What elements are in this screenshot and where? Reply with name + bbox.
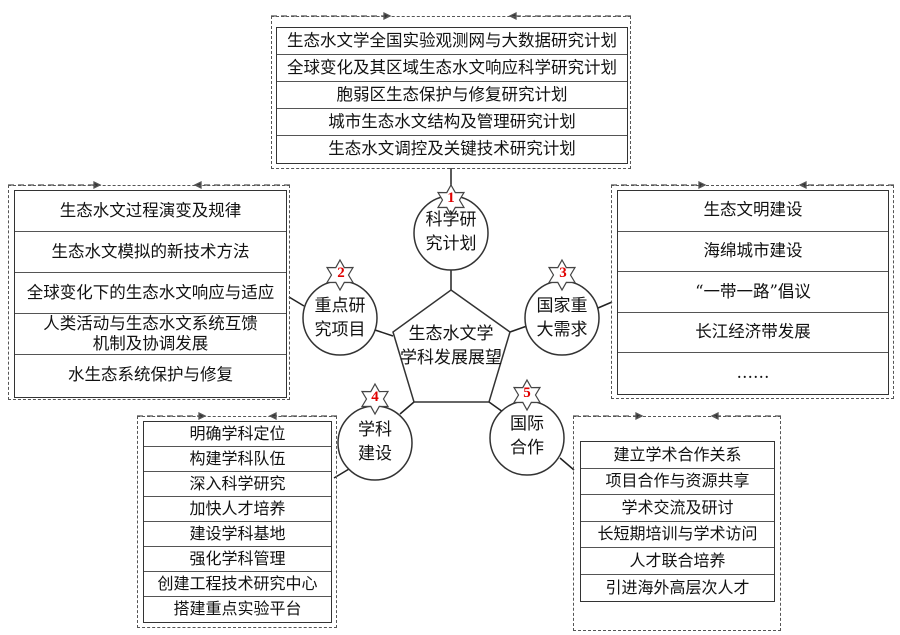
key-project-item: 生态水文过程演变及规律 <box>15 191 286 232</box>
discipline-building-item: 强化学科管理 <box>144 547 331 572</box>
node-label-5[interactable]: 国际 合作 <box>492 412 562 460</box>
research-plan-item: 城市生态水文结构及管理研究计划 <box>277 109 627 136</box>
international-cooperation-item: 建立学术合作关系 <box>581 442 774 469</box>
node-1-line1: 科学研 <box>425 210 477 230</box>
discipline-building-item: 建设学科基地 <box>144 522 331 547</box>
connector-4-center <box>399 401 415 415</box>
national-need-item: 生态文明建设 <box>618 191 888 232</box>
node-number-3: 3 <box>559 265 567 281</box>
international-cooperation-item: 引进海外高层次人才 <box>605 577 750 597</box>
international-cooperation-item: 学术交流及研讨 <box>581 495 774 522</box>
center-title: 生态水文学 学科发展展望 <box>386 322 516 370</box>
node-3-line1: 国家重 <box>536 296 588 316</box>
center-pentagon <box>392 289 511 403</box>
node-5-line1: 国际 <box>510 414 544 434</box>
discipline-building-item: 加快人才培养 <box>144 497 331 522</box>
key-project-item: 生态水文模拟的新技术方法 <box>15 232 286 273</box>
node-4-line2: 建设 <box>358 444 392 464</box>
key-project-item: 人类活动与生态水文系统互馈 机制及协调发展 <box>15 314 286 355</box>
research-plan-item: 生态水文调控及关键技术研究计划 <box>328 139 576 159</box>
research-plan-item: 全球变化及其区域生态水文响应科学研究计划 <box>277 55 627 82</box>
connector-5-box <box>559 457 575 471</box>
national-needs-frame <box>611 185 894 399</box>
discipline-building-item: 明确学科定位 <box>144 422 331 447</box>
national-need-item: 长江经济带发展 <box>618 313 888 354</box>
national-needs-panel: 生态文明建设海绵城市建设“一带一路”倡议长江经济带发展 …… <box>617 190 889 395</box>
node-3-line2: 大需求 <box>536 320 588 340</box>
research-plan-item: 胞弱区生态保护与修复研究计划 <box>277 82 627 109</box>
node-label-3[interactable]: 国家重 大需求 <box>527 294 597 342</box>
node-2-line1: 重点研 <box>314 296 366 316</box>
star-icon-1 <box>436 183 466 217</box>
node-label-1[interactable]: 科学研 究计划 <box>416 208 486 256</box>
node-2-line2: 究项目 <box>314 320 366 340</box>
node-number-5: 5 <box>523 385 531 401</box>
connector-2-left <box>288 296 305 307</box>
key-project-item: 水生态系统保护与修复 <box>68 365 233 385</box>
center-title-line1: 生态水文学 <box>408 324 494 344</box>
discipline-building-item: 深入科学研究 <box>144 472 331 497</box>
discipline-building-item: 搭建重点实验平台 <box>173 599 302 619</box>
node-label-4[interactable]: 学科 建设 <box>340 418 410 466</box>
international-cooperation-panel: 建立学术合作关系项目合作与资源共享学术交流及研讨长短期培训与学术访问人才联合培养… <box>580 441 775 602</box>
connector-2-center <box>374 329 394 337</box>
node-1-line2: 究计划 <box>425 234 477 254</box>
national-need-item: “一带一路”倡议 <box>618 272 888 313</box>
research-plans-panel: 生态水文学全国实验观测网与大数据研究计划全球变化及其区域生态水文响应科学研究计划… <box>276 27 628 164</box>
star-icon-5 <box>512 378 542 412</box>
research-plan-item: 生态水文学全国实验观测网与大数据研究计划 <box>277 28 627 55</box>
connector-5-center <box>488 401 504 413</box>
star-icon-3 <box>547 258 577 292</box>
international-cooperation-item: 项目合作与资源共享 <box>581 469 774 495</box>
discipline-building-item: 创建工程技术研究中心 <box>144 572 331 597</box>
connector-3-right <box>597 301 613 309</box>
discipline-building-panel: 明确学科定位构建学科队伍深入科学研究加快人才培养建设学科基地强化学科管理创建工程… <box>143 421 332 623</box>
discipline-building-frame <box>137 416 337 628</box>
international-cooperation-item: 人才联合培养 <box>581 548 774 575</box>
connector-3-center <box>509 325 528 333</box>
discipline-building-item: 构建学科队伍 <box>144 447 331 472</box>
key-project-item: 全球变化下的生态水文响应与适应 <box>15 273 286 314</box>
international-cooperation-item: 长短期培训与学术访问 <box>581 522 774 548</box>
star-icon-2 <box>325 258 355 292</box>
node-number-4: 4 <box>371 389 379 405</box>
research-plans-frame <box>271 16 631 169</box>
key-projects-frame <box>8 185 290 400</box>
national-need-item: …… <box>736 363 770 383</box>
node-5-line2: 合作 <box>510 438 544 458</box>
node-label-2[interactable]: 重点研 究项目 <box>305 294 375 342</box>
node-4-line1: 学科 <box>358 420 392 440</box>
node-number-2: 2 <box>337 265 345 281</box>
center-title-line2: 学科发展展望 <box>400 348 502 368</box>
key-projects-panel: 生态水文过程演变及规律生态水文模拟的新技术方法全球变化下的生态水文响应与适应人类… <box>14 190 287 398</box>
national-need-item: 海绵城市建设 <box>618 232 888 273</box>
international-cooperation-frame <box>573 416 781 631</box>
star-icon-4 <box>360 382 390 416</box>
node-number-1: 1 <box>447 190 455 206</box>
